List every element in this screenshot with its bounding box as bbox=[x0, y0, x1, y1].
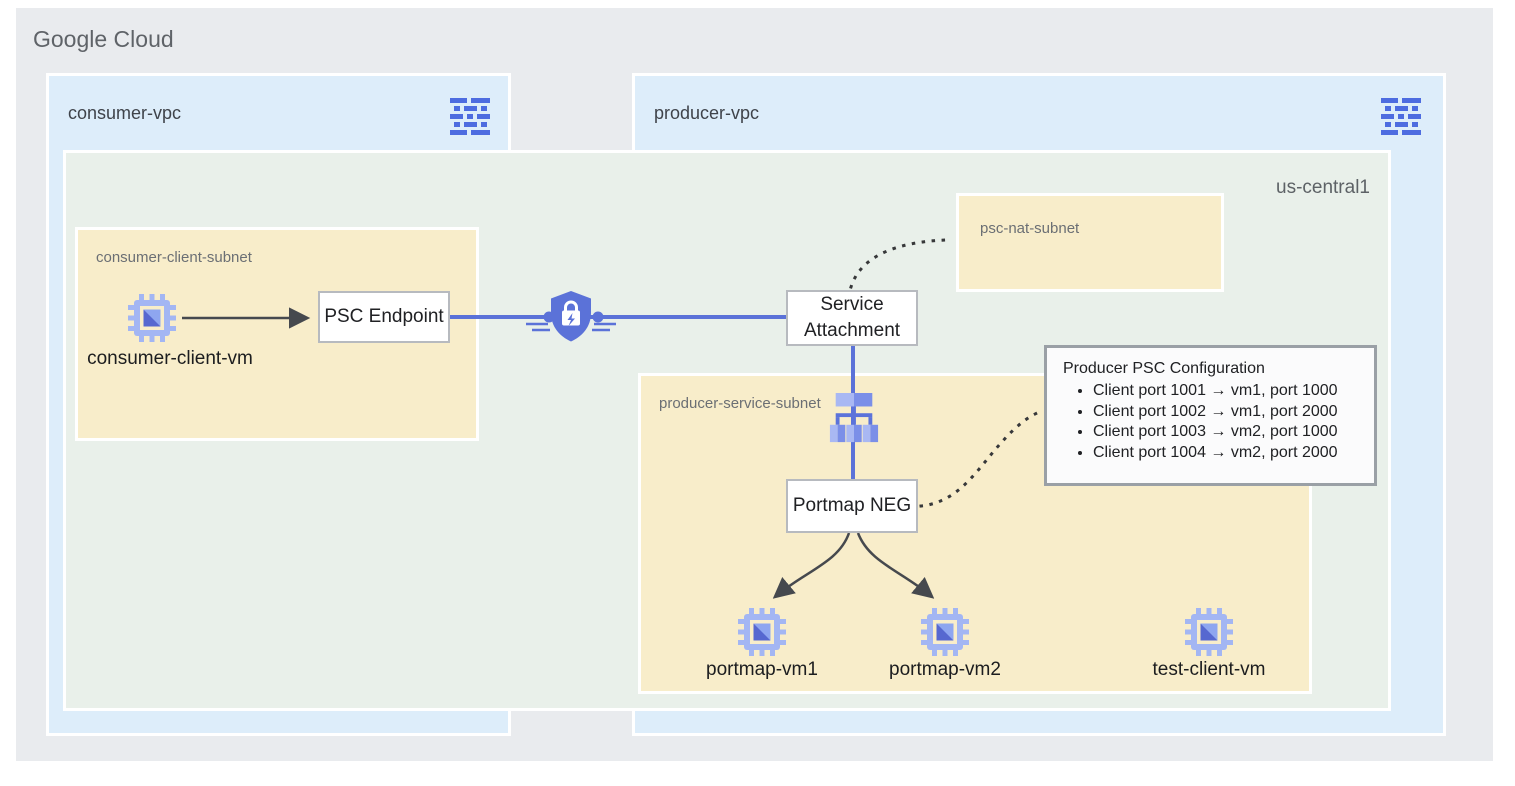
psc-endpoint-node: PSC Endpoint bbox=[318, 291, 450, 343]
portmap-vm1-icon bbox=[738, 608, 786, 656]
producer-vpc-label: producer-vpc bbox=[654, 103, 760, 123]
portmap-vm2-icon bbox=[921, 608, 969, 656]
config-rule: Client port 1004 → vm2, port 2000 bbox=[1093, 443, 1364, 463]
producer-service-subnet-label: producer-service-subnet bbox=[659, 395, 821, 412]
config-rule: Client port 1003 → vm2, port 1000 bbox=[1093, 422, 1364, 442]
test-client-vm-icon bbox=[1185, 608, 1233, 656]
config-rule: Client port 1002 → vm1, port 2000 bbox=[1093, 402, 1364, 422]
producer-psc-configuration-title: Producer PSC Configuration bbox=[1063, 360, 1265, 377]
service-attachment-node: Service Attachment bbox=[786, 290, 918, 346]
google-cloud-title: Google Cloud bbox=[33, 26, 174, 52]
portmap-vm1-label: portmap-vm1 bbox=[706, 659, 818, 680]
consumer-vpc-label: consumer-vpc bbox=[68, 103, 182, 123]
psc-nat-subnet-label: psc-nat-subnet bbox=[980, 220, 1080, 237]
consumer-client-vm-label: consumer-client-vm bbox=[87, 348, 253, 369]
load-balancer-icon bbox=[825, 393, 883, 445]
portmap-vm2-label: portmap-vm2 bbox=[889, 659, 1001, 680]
producer-psc-configuration-rules: Client port 1001 → vm1, port 1000 Client… bbox=[1063, 381, 1364, 462]
region-label: us-central1 bbox=[1276, 177, 1370, 198]
consumer-client-subnet-label: consumer-client-subnet bbox=[96, 249, 252, 266]
vpc-network-icon bbox=[1381, 98, 1421, 138]
vpc-network-icon bbox=[450, 98, 490, 138]
portmap-neg-node: Portmap NEG bbox=[786, 479, 918, 533]
config-rule: Client port 1001 → vm1, port 1000 bbox=[1093, 381, 1364, 401]
test-client-vm-label: test-client-vm bbox=[1152, 659, 1266, 680]
producer-psc-configuration-box: Producer PSC Configuration Client port 1… bbox=[1044, 345, 1377, 486]
consumer-client-vm-icon bbox=[128, 294, 176, 342]
psc-nat-subnet-box: psc-nat-subnet bbox=[956, 193, 1224, 292]
